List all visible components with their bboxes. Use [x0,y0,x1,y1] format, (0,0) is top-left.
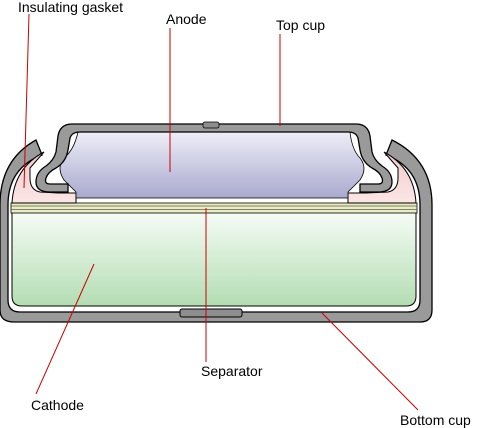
anode-label: Anode [166,11,207,27]
top-cup-label: Top cup [276,17,326,33]
cathode-shape [11,211,417,307]
top-cup-seam [202,121,220,129]
bottom-cup-label: Bottom cup [400,412,471,428]
insulating-gasket-right [347,151,417,204]
anode-shape [59,131,365,199]
leader-cathode [35,263,95,395]
cathode-label: Cathode [31,397,84,413]
insulating-gasket-label: Insulating gasket [18,0,124,15]
leader-lines [23,13,419,411]
leader-insulating-gasket [23,13,30,189]
separator-layers [10,202,418,214]
separator-label: Separator [201,363,263,379]
leader-bottom-cup [321,312,419,411]
top-cup-shape [35,123,393,193]
bottom-cup-shape [0,139,433,323]
bottom-cup-seam [179,308,243,318]
